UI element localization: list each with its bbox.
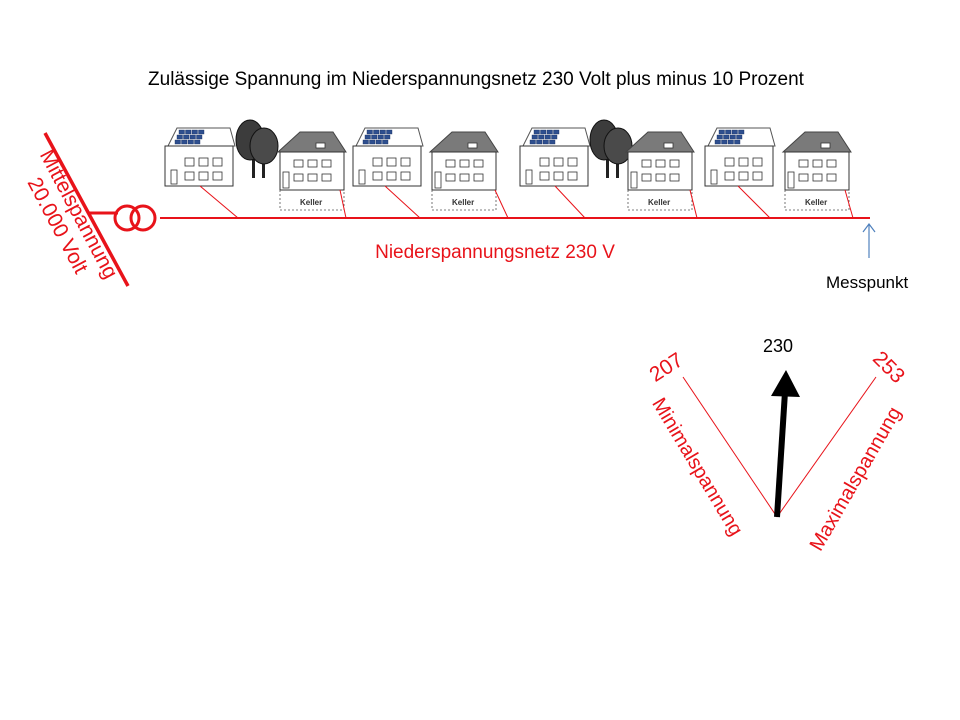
gauge-pointer — [774, 391, 788, 518]
medium-voltage-label: Mittelspannung 20.000 Volt — [23, 146, 123, 283]
house-solar-2 — [352, 127, 424, 187]
house-connection-5 — [554, 185, 586, 219]
medium-voltage-line — [43, 132, 130, 287]
gauge-max-label: Maximalspannung — [806, 403, 906, 555]
cellar-label: Keller — [452, 198, 474, 207]
cellar-label: Keller — [648, 198, 670, 207]
house-solar-1 — [164, 127, 236, 187]
cellar-label: Keller — [805, 198, 827, 207]
measuring-point-arrow — [862, 223, 876, 258]
gauge-min-label: Minimalspannung — [647, 394, 747, 540]
diagram-title: Zulässige Spannung im Niederspannungsnet… — [148, 69, 805, 90]
house-cellar-1: Keller — [276, 131, 347, 211]
solar-panel-icon — [362, 129, 393, 145]
house-connection-4 — [494, 189, 509, 219]
house-connection-7 — [737, 185, 771, 219]
house-connection-1 — [199, 185, 239, 219]
gauge-max-value: 253 — [868, 347, 909, 388]
tree-icon-2 — [589, 119, 633, 178]
house-connection-2 — [339, 189, 347, 219]
gauge-max-line — [776, 376, 877, 518]
house-cellar-4: Keller — [781, 131, 852, 211]
house-row: Keller Keller Keller Keller — [164, 119, 854, 219]
low-voltage-net-label: Niederspannungsnetz 230 V — [375, 242, 615, 263]
house-solar-3 — [519, 127, 591, 187]
gauge-min-value: 207 — [646, 348, 688, 386]
gauge-min-line — [682, 376, 778, 518]
solar-panel-icon — [529, 129, 560, 145]
voltage-gauge: 230 207 253 Minimalspannung Maximalspann… — [646, 336, 910, 555]
measuring-point-label: Messpunkt — [826, 273, 908, 292]
house-cellar-3: Keller — [624, 131, 695, 211]
tree-icon-1 — [235, 119, 279, 178]
solar-panel-icon — [714, 129, 745, 145]
house-cellar-2: Keller — [428, 131, 499, 211]
house-connection-8 — [844, 189, 854, 219]
house-connection-3 — [384, 185, 421, 219]
transformer-icon — [113, 204, 157, 232]
cellar-label: Keller — [300, 198, 322, 207]
solar-panel-icon — [174, 129, 205, 145]
house-solar-4 — [704, 127, 776, 187]
house-connection-6 — [689, 189, 698, 219]
gauge-nominal-value: 230 — [763, 336, 793, 356]
gauge-pointer-head — [771, 370, 800, 397]
